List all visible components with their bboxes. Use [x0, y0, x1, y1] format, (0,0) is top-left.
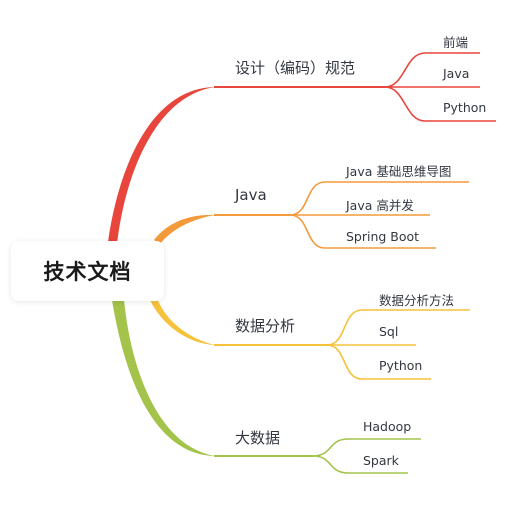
node-hadoop[interactable]: Hadoop — [363, 419, 412, 434]
root-label: 技术文档 — [43, 260, 132, 284]
node-java-basics[interactable]: Java 基础思维导图 — [346, 164, 452, 179]
connector-root-branch-3 — [150, 298, 215, 345]
branch-1-children-connectors — [384, 52, 496, 122]
node-design-java[interactable]: Java — [443, 66, 470, 81]
branch-4-children-connectors — [312, 438, 421, 474]
root-node[interactable]: 技术文档 — [11, 241, 164, 301]
node-java-concurrency[interactable]: Java 高并发 — [346, 198, 414, 213]
node-frontend[interactable]: 前端 — [443, 35, 469, 50]
connector-root-branch-4 — [112, 300, 215, 456]
branch-2-children-connectors — [289, 181, 469, 249]
node-sql[interactable]: Sql — [379, 324, 399, 339]
branch-design-spec[interactable]: 设计（编码）规范 — [235, 59, 356, 77]
branch-3-children-connectors — [326, 309, 470, 380]
connector-root-branch-2 — [154, 214, 215, 244]
branch-data-analysis[interactable]: 数据分析 — [235, 317, 296, 335]
node-analysis-python[interactable]: Python — [379, 358, 423, 373]
branch-big-data[interactable]: 大数据 — [235, 429, 281, 447]
branch-java[interactable]: Java — [235, 186, 267, 204]
node-spark[interactable]: Spark — [363, 453, 399, 468]
node-spring-boot[interactable]: Spring Boot — [346, 229, 420, 244]
node-design-python[interactable]: Python — [443, 100, 487, 115]
node-analysis-methods[interactable]: 数据分析方法 — [379, 293, 455, 308]
connector-root-branch-1 — [108, 87, 215, 244]
